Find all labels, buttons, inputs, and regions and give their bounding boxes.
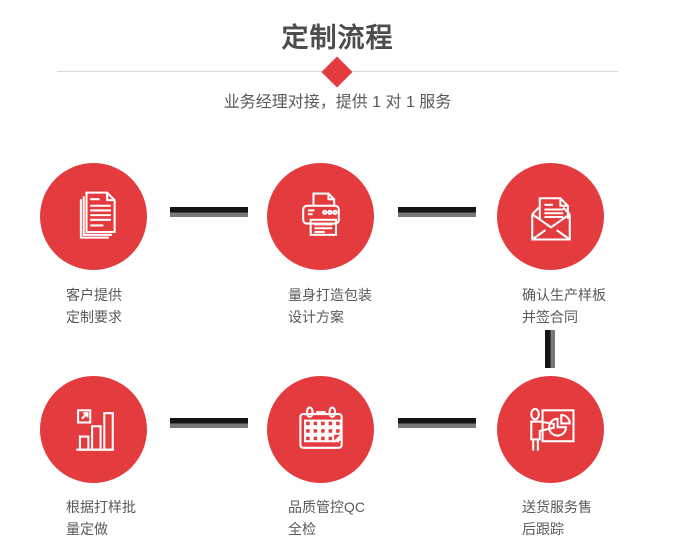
step-circle-6 (497, 376, 604, 483)
step-label-4-line1: 根据打样批 (66, 499, 136, 515)
step-circle-2 (267, 163, 374, 270)
connector-step5-step6 (398, 418, 476, 428)
step-label-5-line2: 全检 (288, 521, 316, 537)
connector-step4-step5 (170, 418, 248, 428)
step-label-2-line1: 量身打造包装 (288, 287, 372, 303)
presenter-icon (529, 407, 575, 451)
step-label-4: 根据打样批 量定做 (66, 496, 136, 540)
step-label-5-line1: 品质管控QC (288, 499, 365, 515)
step-label-1-line2: 定制要求 (66, 309, 122, 325)
step-label-2-line2: 设计方案 (288, 309, 344, 325)
step-label-3-line1: 确认生产样板 (522, 287, 606, 303)
documents-icon (79, 191, 116, 239)
envelope-icon (530, 196, 571, 241)
step-label-2: 量身打造包装 设计方案 (288, 284, 372, 328)
bar-chart-icon (75, 408, 114, 451)
step-label-6: 送货服务售 后跟踪 (522, 496, 592, 540)
connector-step1-step2 (170, 207, 248, 217)
page-title: 定制流程 (281, 23, 394, 53)
step-label-1-line1: 客户提供 (66, 287, 122, 303)
step-label-1: 客户提供 定制要求 (66, 284, 122, 328)
page-subtitle: 业务经理对接，提供 1 对 1 服务 (223, 94, 452, 111)
step-label-3-line2: 并签合同 (522, 309, 578, 325)
diamond-accent (321, 56, 353, 88)
step-label-4-line2: 量定做 (66, 521, 108, 537)
step-label-5: 品质管控QC 全检 (288, 496, 365, 540)
step-label-3: 确认生产样板 并签合同 (522, 284, 606, 328)
connector-step2-step3 (398, 207, 476, 217)
step-circle-3 (497, 163, 604, 270)
printer-icon (301, 192, 340, 236)
step-circle-1 (40, 163, 147, 270)
step-circle-5 (267, 376, 374, 483)
step-label-6-line1: 送货服务售 (522, 499, 592, 515)
step-label-6-line2: 后跟踪 (522, 521, 564, 537)
connector-step3-step6 (545, 330, 555, 368)
step-circle-4 (40, 376, 147, 483)
calendar-icon (298, 405, 343, 449)
